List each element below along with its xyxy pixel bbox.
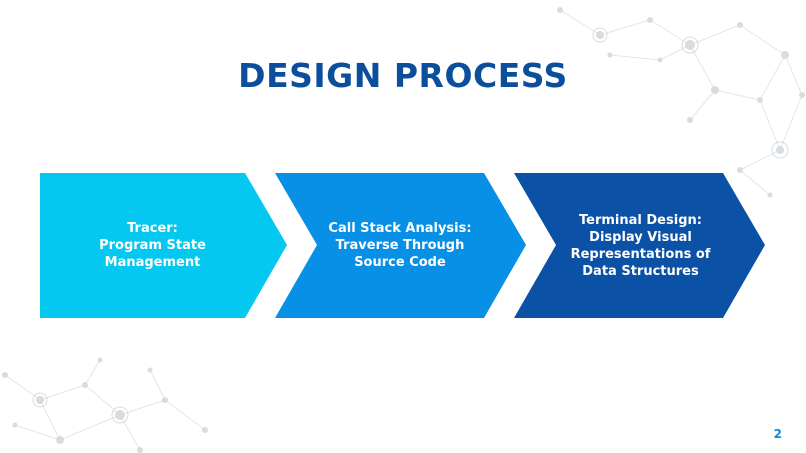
step-3-line-3: Representations of: [570, 246, 711, 262]
page-title: DESIGN PROCESS: [238, 56, 568, 95]
step-2-arrow: [275, 173, 526, 318]
step-2-label: Call Stack Analysis: Traverse Through So…: [310, 173, 490, 318]
network-graphic-top-right: [557, 7, 805, 198]
step-1-line-2: Program State: [99, 238, 206, 253]
step-3-label: Terminal Design: Display Visual Represen…: [548, 173, 733, 318]
step-1-line-3: Management: [104, 255, 201, 270]
step-1-label: Tracer: Program State Management: [60, 173, 245, 318]
step-3-arrow: [514, 173, 765, 318]
step-2-line-2: Traverse Through: [335, 238, 465, 253]
page-number: 2: [773, 427, 782, 441]
step-3-line-2: Display Visual: [589, 229, 692, 245]
step-1-arrow: [40, 173, 287, 318]
step-2-line-1: Call Stack Analysis:: [328, 221, 472, 236]
step-1-line-1: Tracer:: [127, 221, 178, 236]
network-graphic-bottom-left: [2, 357, 208, 453]
step-3-line-1: Terminal Design:: [579, 212, 702, 228]
step-3-line-4: Data Structures: [582, 263, 699, 279]
step-2-line-3: Source Code: [354, 255, 446, 270]
